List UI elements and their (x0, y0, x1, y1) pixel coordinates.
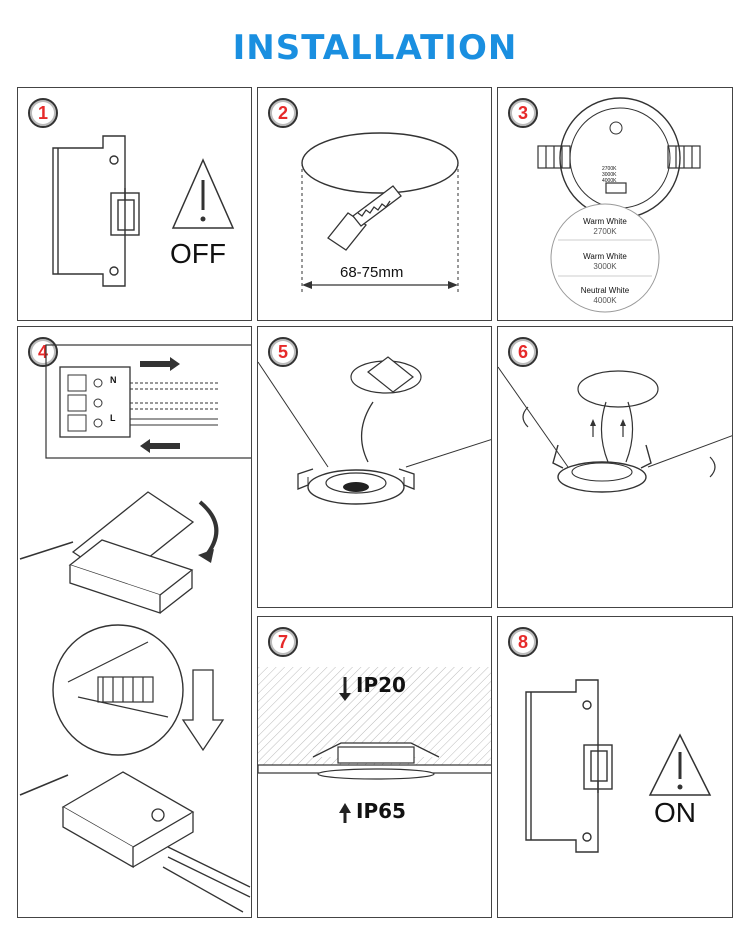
off-label: OFF (170, 238, 226, 269)
step-number: 5 (277, 341, 288, 362)
step-8-panel: 8 ON (497, 616, 733, 918)
cutout-dimension: 68-75mm (340, 264, 404, 281)
cct-selector-disc (550, 203, 660, 313)
switch-mark: 3000K (602, 172, 617, 178)
step-number: 1 (37, 102, 48, 123)
warning-triangle-icon (171, 158, 235, 229)
cct-option-name: Neutral White (580, 286, 630, 295)
circuit-breaker-icon (52, 135, 140, 287)
step-4-panel: 4 N L (17, 326, 252, 918)
step-number: 7 (277, 631, 288, 652)
step-number: 6 (517, 341, 528, 362)
step-number: 8 (517, 631, 528, 652)
step-3-badge: 3 (508, 98, 538, 128)
connector-box-closed-icon (19, 771, 251, 913)
step-6-badge: 6 (508, 337, 538, 367)
terminal-mark-n: N (110, 375, 117, 385)
step-5-panel: 5 (257, 326, 492, 608)
step-number: 2 (277, 102, 288, 123)
page-title: INSTALLATION (232, 28, 518, 68)
step-number: 4 (37, 341, 48, 362)
step-7-badge: 7 (268, 627, 298, 657)
step-1-panel: 1 OFF (17, 87, 252, 321)
step-7-panel: 7 IP20 IP65 (257, 616, 492, 918)
step-2-badge: 2 (268, 98, 298, 128)
zoom-circle-icon (52, 624, 225, 756)
cct-option-kelvin: 2700K (593, 227, 617, 236)
terminal-block-icon (45, 344, 251, 459)
cct-switch-marks: 2700K 3000K 4000K (602, 166, 616, 184)
warning-triangle-icon (648, 733, 712, 796)
cct-option-name: Warm White (583, 252, 627, 261)
terminal-mark-l: L (110, 413, 116, 423)
cct-option-kelvin: 4000K (593, 296, 617, 305)
cct-option-kelvin: 3000K (593, 262, 617, 271)
on-label: ON (654, 797, 696, 828)
rating-ip65: IP65 (356, 799, 406, 823)
circuit-breaker-icon (525, 679, 613, 853)
switch-mark: 2700K (602, 166, 617, 172)
ceiling-section-icon (258, 667, 491, 823)
step-8-badge: 8 (508, 627, 538, 657)
rating-ip20: IP20 (356, 673, 406, 697)
connector-box-open-icon (19, 491, 219, 614)
cct-option-name: Warm White (583, 217, 627, 226)
dimension-arrow-icon (302, 281, 458, 289)
step-number: 3 (517, 102, 528, 123)
step-3-panel: 3 2700K 3000K 4000K Warm White 2700K War… (497, 87, 733, 321)
step-6-panel: 6 (497, 326, 733, 608)
step-2-panel: 2 68-75mm (257, 87, 492, 321)
step-4-badge: 4 (28, 337, 58, 367)
step-5-badge: 5 (268, 337, 298, 367)
ceiling-cutout-icon (301, 132, 459, 293)
switch-mark: 4000K (602, 178, 617, 184)
step-1-badge: 1 (28, 98, 58, 128)
insert-downlight-icon (258, 356, 491, 505)
spring-clips-icon (498, 366, 732, 493)
